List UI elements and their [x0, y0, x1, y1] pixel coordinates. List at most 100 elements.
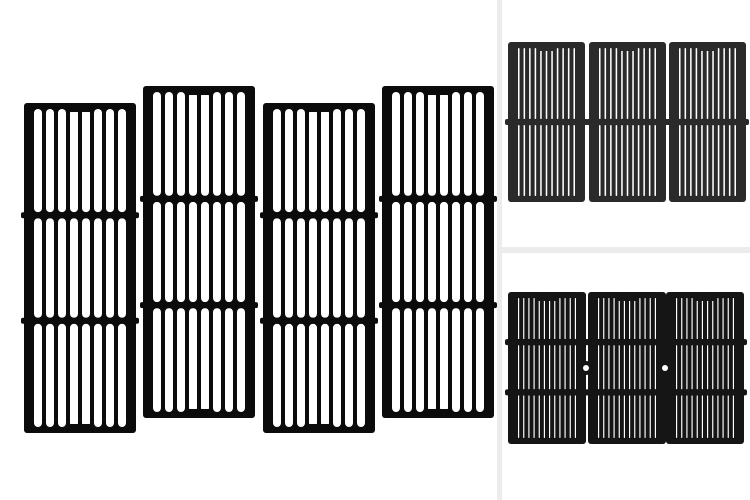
grate-tab: [618, 293, 636, 301]
grate-slot: [598, 298, 600, 340]
grate-slot: [556, 125, 559, 196]
grate-slot: [309, 323, 317, 427]
grate-slot: [404, 92, 412, 196]
grate-slot: [106, 109, 114, 213]
interlocked-grates-photo: [502, 253, 750, 500]
grate-slot: [177, 308, 185, 412]
grate-slot: [177, 92, 185, 196]
grate-slot: [696, 345, 698, 390]
grate-slot: [46, 323, 54, 427]
grate-slot: [428, 201, 436, 303]
grate-slot: [649, 298, 651, 340]
grate-slot: [717, 345, 719, 390]
grate-slot: [567, 48, 570, 119]
grate-slot: [165, 201, 173, 303]
grate-tab: [619, 43, 636, 51]
grate-tab: [186, 87, 212, 95]
grate-slot: [549, 345, 551, 390]
grate-slot: [551, 48, 553, 119]
grate-slot: [623, 345, 625, 390]
grate-slot: [106, 218, 114, 318]
grate-slot: [452, 92, 460, 196]
grate-slot: [639, 395, 641, 438]
grate-slot: [637, 125, 640, 196]
grate-slot: [70, 218, 78, 318]
grate-slot: [603, 395, 605, 438]
grate-slot: [476, 308, 484, 412]
grate-slot: [573, 125, 575, 196]
grate-slot: [309, 218, 317, 318]
grate-slot: [717, 298, 719, 340]
grate-slot: [404, 201, 412, 303]
grate-slot: [723, 48, 725, 119]
connector-hole: [583, 365, 589, 371]
grate-slot: [599, 48, 601, 119]
grate-slot: [629, 345, 631, 390]
grate-slot: [644, 345, 646, 390]
grate-tab: [306, 424, 332, 432]
grate-slot: [476, 201, 484, 303]
grate-crossbar: [21, 212, 139, 219]
grate-slot: [643, 48, 645, 119]
grate-slot: [545, 125, 548, 196]
grate-slot: [654, 125, 656, 196]
grate-slot: [416, 308, 424, 412]
grate-slot: [285, 218, 293, 318]
grate-slot: [237, 201, 245, 303]
grate-slot: [201, 92, 209, 196]
grate-slot: [690, 125, 692, 196]
grate-slot: [684, 48, 687, 119]
grate-slot: [34, 323, 42, 427]
grate-slot: [273, 323, 281, 427]
grate-slot: [706, 125, 709, 196]
grate-slot: [564, 395, 566, 438]
grate-slot: [46, 218, 54, 318]
grate-slot: [626, 48, 629, 119]
grate-slot: [528, 298, 530, 340]
grate-slot: [428, 92, 436, 196]
grate-slot: [676, 298, 678, 340]
grate-slot: [649, 395, 651, 438]
grate-slot: [701, 48, 703, 119]
grate-slot: [540, 48, 542, 119]
grate-crossbar: [505, 119, 588, 125]
four-grates-photo: [21, 86, 497, 433]
grate-slot: [603, 298, 605, 340]
grate-slot: [603, 345, 605, 390]
grate-slot: [598, 395, 600, 438]
grate-slot: [518, 298, 520, 340]
grate-slot: [523, 395, 525, 438]
grate-slot: [707, 298, 709, 340]
three-grates-graphic: [505, 42, 749, 202]
grate-slot: [538, 298, 540, 340]
grate-slot: [562, 48, 564, 119]
grate-slot: [727, 298, 729, 340]
grate-slot: [452, 308, 460, 412]
grate-3: [666, 292, 744, 444]
grate-slot: [734, 48, 736, 119]
grate-slot: [534, 48, 537, 119]
grate-slot: [723, 125, 725, 196]
grate-slot: [309, 109, 317, 213]
grate-slot: [177, 201, 185, 303]
vertical-divider: [497, 0, 502, 500]
grate-slot: [237, 92, 245, 196]
grate-slot: [691, 298, 693, 340]
grate-slot: [654, 345, 656, 390]
grate-2: [588, 292, 666, 444]
grate-slot: [404, 308, 412, 412]
grate-slot: [543, 395, 545, 438]
grate-slot: [706, 48, 709, 119]
grate-slot: [629, 395, 631, 438]
grate-slot: [679, 125, 681, 196]
grate-slot: [549, 298, 551, 340]
grate-slot: [610, 125, 612, 196]
grate-slot: [189, 92, 197, 196]
grate-slot: [237, 308, 245, 412]
grate-slot: [564, 298, 566, 340]
grate-crossbar: [260, 317, 378, 324]
grate-slot: [225, 201, 233, 303]
grate-slot: [345, 323, 353, 427]
grate-slot: [701, 298, 703, 340]
grate-slot: [518, 125, 520, 196]
